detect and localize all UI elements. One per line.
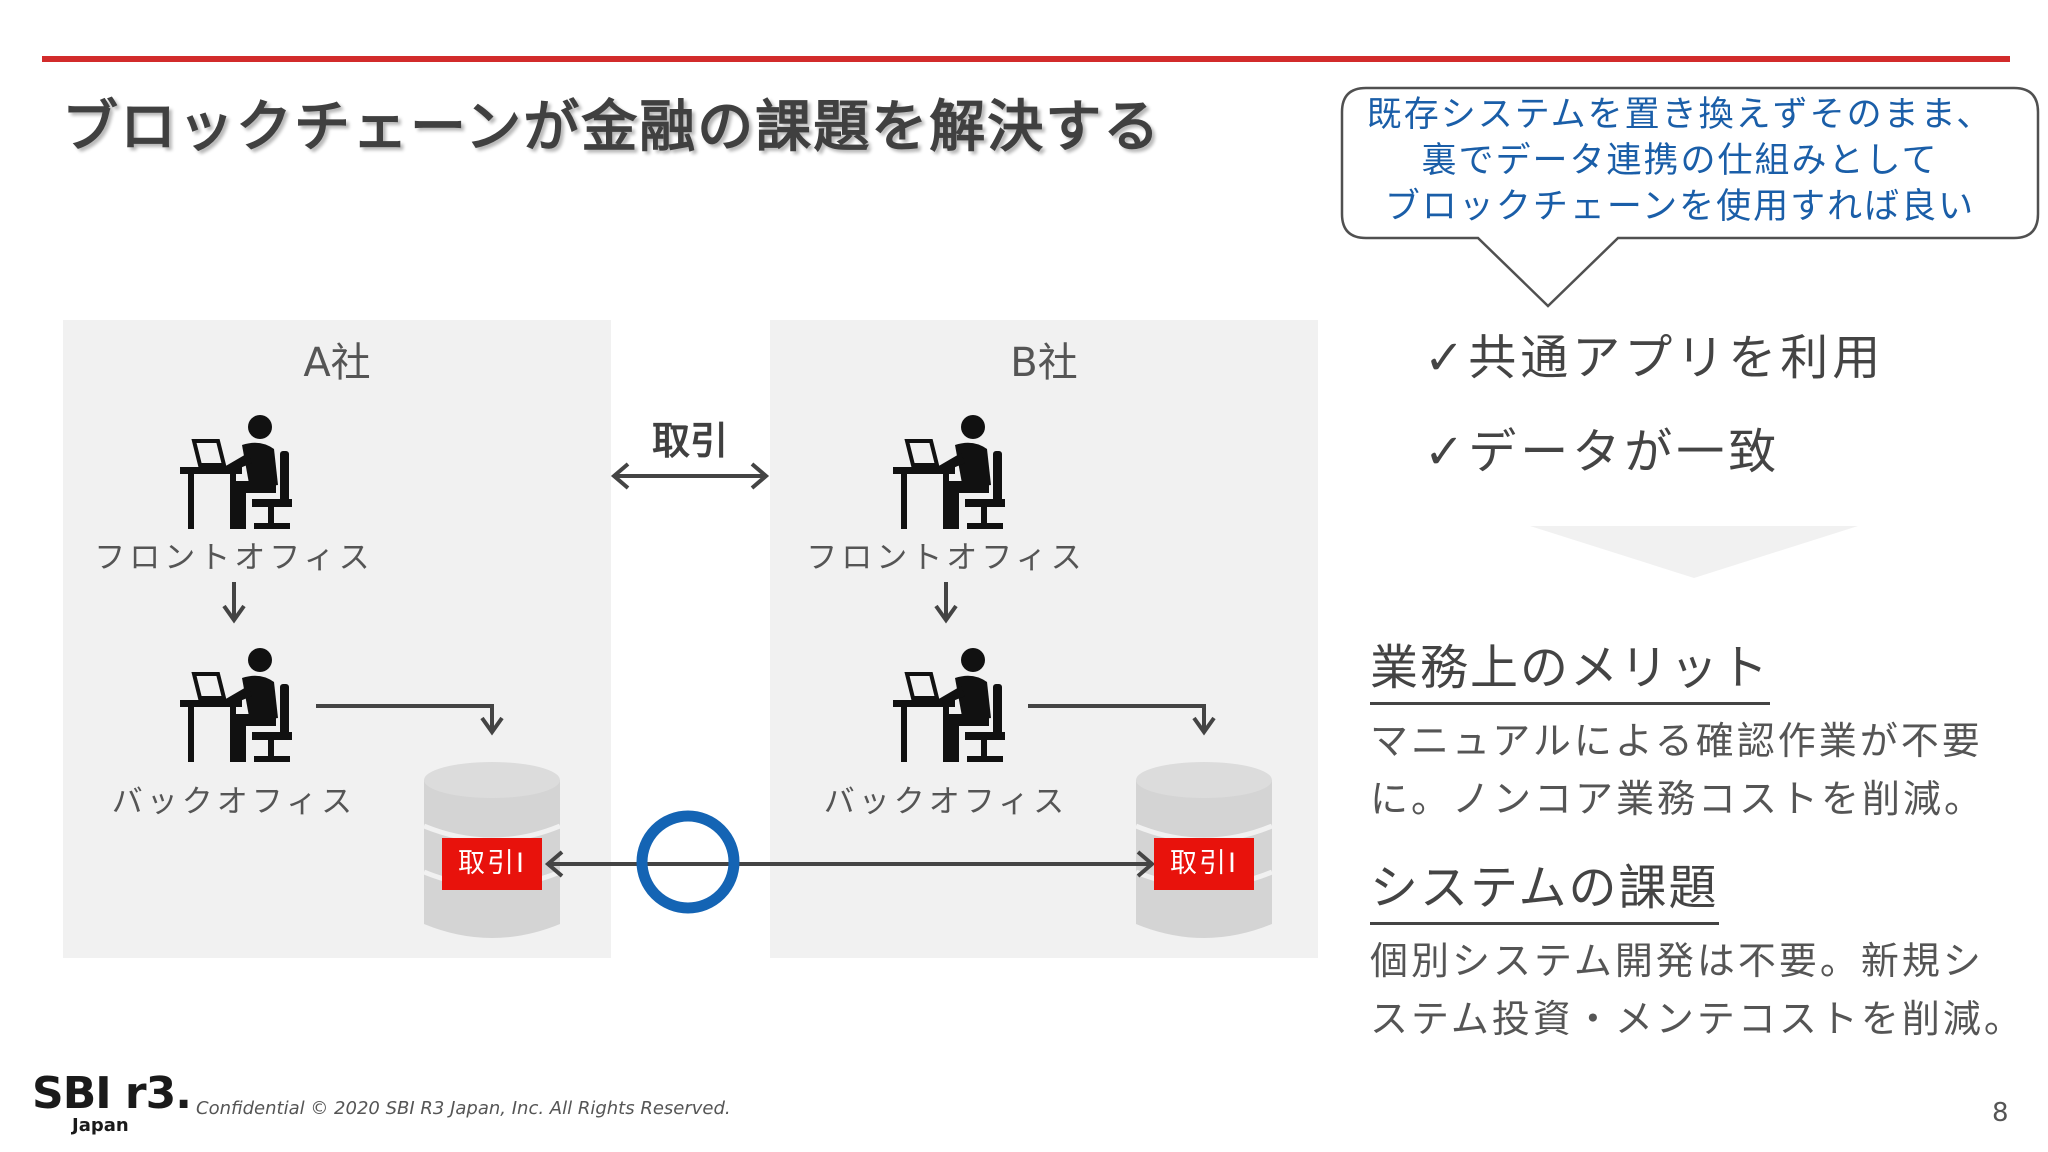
check-item-data-match: ✓データが一致	[1424, 424, 1781, 480]
company-b-label: B社	[1010, 340, 1078, 386]
confidential-notice: Confidential © 2020 SBI R3 Japan, Inc. A…	[196, 1098, 731, 1119]
system-issue-body: 個別システム開発は不要。新規シ ステム投資・メンテコストを削減。	[1370, 932, 2048, 1048]
back-office-label-a: バックオフィス	[111, 784, 357, 820]
back-office-label-b: バックオフィス	[823, 784, 1069, 820]
business-merit-line-2: に。ノンコア業務コストを削減。	[1370, 777, 1986, 821]
logo-mark: SBI r3.	[32, 1068, 192, 1119]
front-office-label-b: フロントオフィス	[806, 540, 1086, 576]
speech-bubble	[1340, 86, 2040, 308]
callout-line-2: 裏でデータ連携の仕組みとして	[1421, 141, 1939, 181]
blockchain-ring-icon	[636, 810, 740, 914]
db-label-b: 取引I	[1154, 838, 1254, 890]
sbi-r3-logo: SBI r3. Japan	[32, 1068, 192, 1136]
callout-line-3: ブロックチェーンを使用すれば良い	[1384, 187, 1976, 227]
front-office-worker-icon-b	[891, 413, 1007, 531]
back-office-to-db-arrow-a	[316, 704, 504, 736]
system-issue-line-1: 個別システム開発は不要。新規シ	[1370, 939, 1984, 983]
page-number: 8	[1992, 1098, 2009, 1128]
callout-text: 既存システムを置き換えずそのまま、 裏でデータ連携の仕組みとして ブロックチェー…	[1340, 92, 2020, 230]
business-merit-line-1: マニュアルによる確認作業が不要	[1370, 719, 1983, 763]
check-item-common-app: ✓共通アプリを利用	[1424, 330, 1885, 386]
business-merit-body: マニュアルによる確認作業が不要 に。ノンコア業務コストを削減。	[1370, 712, 2048, 828]
system-issue-heading: システムの課題	[1370, 848, 1719, 925]
database-link-arrow	[544, 850, 1156, 878]
deal-double-arrow	[610, 462, 770, 490]
top-accent-rule	[42, 56, 2010, 62]
company-a-label: A社	[303, 340, 371, 386]
db-label-a: 取引I	[442, 838, 542, 890]
back-office-worker-icon-b	[891, 646, 1007, 764]
page-title: ブロックチェーンが金融の課題を解決する	[62, 95, 1162, 160]
system-issue-line-2: ステム投資・メンテコストを削減。	[1370, 997, 2025, 1041]
front-office-label-a: フロントオフィス	[94, 540, 374, 576]
back-office-to-db-arrow-b	[1028, 704, 1216, 736]
front-office-worker-icon-a	[178, 413, 294, 531]
logo-sub: Japan	[72, 1115, 129, 1136]
down-chevron-icon	[1530, 526, 1858, 578]
callout-line-1: 既存システムを置き換えずそのまま、	[1366, 95, 1994, 135]
business-merit-heading: 業務上のメリット	[1370, 628, 1771, 705]
front-to-back-arrow-a	[222, 582, 246, 624]
front-to-back-arrow-b	[934, 582, 958, 624]
back-office-worker-icon-a	[178, 646, 294, 764]
deal-label: 取引	[651, 419, 728, 463]
